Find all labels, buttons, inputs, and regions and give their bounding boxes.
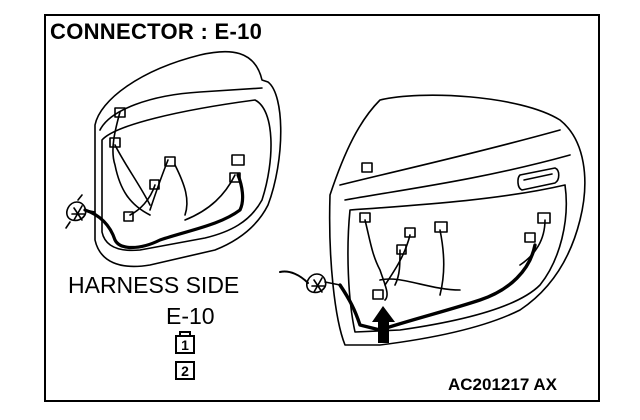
right-grommet [306,273,327,294]
left-door-glass [99,87,263,131]
right-harness-branch-3 [439,229,445,296]
diagram-frame [44,14,600,402]
right-door-outline [328,94,586,346]
left-harness-branch-1 [112,111,151,216]
left-door-outline [94,50,282,268]
connector-pin-2: 2 [175,361,195,380]
right-harness-main [338,243,537,332]
right-harness-branch-5 [379,278,461,291]
right-harness-branch-1 [364,219,388,301]
connector-pin-1: 1 [175,335,195,354]
right-door-handle [517,167,560,191]
right-door-inner-line [344,154,571,201]
right-harness-branch-4 [519,219,546,266]
left-harness-main [83,173,245,250]
figure-code: AC201217 AX [448,375,557,394]
right-door-belt-line [339,129,561,186]
connector-lock-tab [179,331,191,336]
left-grommet [66,201,87,222]
left-harness-branch-4 [174,164,188,216]
connector-location-arrow [372,306,395,343]
harness-connector-id: E-10 [166,303,215,329]
left-harness-branch-2 [114,144,151,206]
left-harness-branch-5 [184,174,236,221]
connector-title: CONNECTOR : E-10 [50,19,263,44]
left-harness-branch-3 [149,159,169,211]
left-door-inner-panel [101,99,272,252]
right-exit-wire [279,270,309,284]
harness-side-label: HARNESS SIDE [68,272,240,298]
